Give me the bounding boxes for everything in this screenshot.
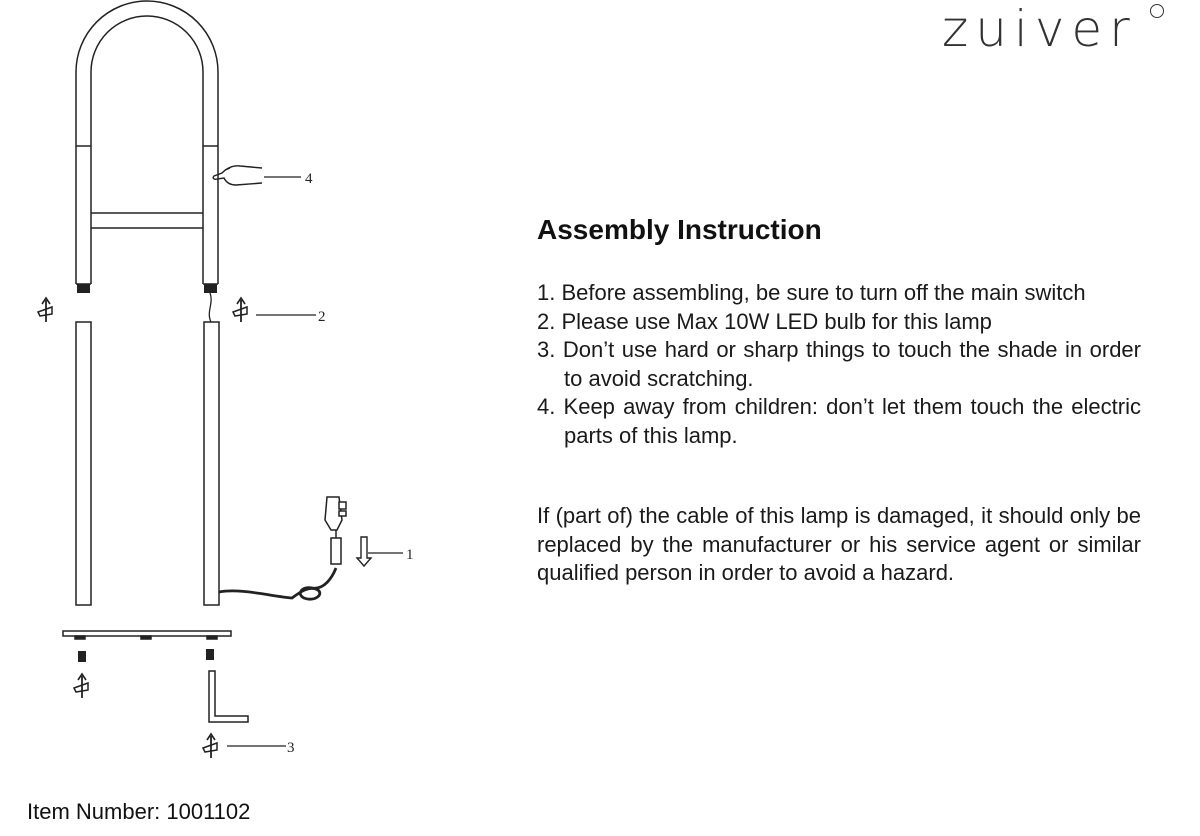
callout-4: 4 (305, 171, 313, 187)
rotate-arrow-icon (73, 673, 89, 699)
cable-warning: If (part of) the cable of this lamp is d… (537, 503, 1141, 585)
rotate-arrow-icon (202, 733, 218, 759)
connector-left (77, 284, 90, 293)
screw-right (206, 649, 214, 660)
page-title: Assembly Instruction (537, 214, 822, 245)
callout-3: 3 (287, 740, 295, 756)
instruction-list: 1. Before assembling, be sure to turn of… (537, 279, 1141, 450)
cable-plug (330, 537, 342, 565)
rotate-arrow-icon (37, 297, 53, 323)
list-item: 2. Please use Max 10W LED bulb for this … (537, 308, 992, 334)
list-item: 3. Don’t use hard or sharp things to tou… (537, 337, 1141, 391)
item-number: Item Number: 1001102 (27, 799, 251, 824)
inner-wire (208, 292, 212, 323)
callout-1: 1 (406, 547, 414, 563)
screw-left (78, 651, 86, 662)
down-arrow-icon (355, 536, 373, 568)
power-cable (218, 567, 338, 601)
lamp-lower-legs (75, 321, 220, 606)
brand-logo: zuiver (942, 0, 1137, 58)
lamp-assembly-diagram: 1 2 3 4 (37, 0, 414, 759)
allen-key (208, 670, 249, 723)
base-plate (62, 630, 232, 640)
brand-logo-circle (1150, 4, 1164, 18)
hand-touch-icon (212, 165, 263, 186)
connector-right (204, 284, 217, 293)
callout-2: 2 (318, 309, 326, 325)
lamp-upper-frame (75, 0, 219, 285)
list-item: 4. Keep away from children: don’t let th… (537, 394, 1141, 448)
power-adapter-icon (324, 496, 347, 531)
rotate-arrow-icon (232, 297, 248, 323)
list-item: 1. Before assembling, be sure to turn of… (537, 280, 1086, 305)
